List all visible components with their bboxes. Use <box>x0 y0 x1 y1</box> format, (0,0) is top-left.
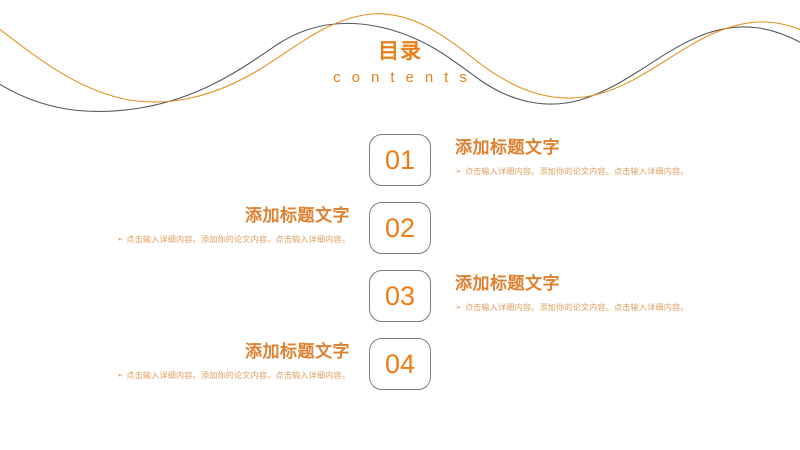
section-text-02: 添加标题文字 ➢点击输入详细内容。添加你的论文内容。点击输入详细内容。 <box>40 206 352 245</box>
section-body-text: 点击输入详细内容。添加你的论文内容。点击输入详细内容。 <box>126 370 350 380</box>
section-number-text: 03 <box>384 280 416 311</box>
section-body-text: 点击输入详细内容。添加你的论文内容。点击输入详细内容。 <box>126 234 350 244</box>
section-heading-01: 添加标题文字 <box>455 138 560 157</box>
section-text-01: 添加标题文字 ➢点击输入详细内容。添加你的论文内容。点击输入详细内容。 <box>455 138 765 177</box>
page-title: 目录 <box>378 40 422 63</box>
section-body-02: ➢点击输入详细内容。添加你的论文内容。点击输入详细内容。 <box>40 234 352 246</box>
arrow-bullet-icon: ➢ <box>455 166 462 176</box>
section-number-badge-01[interactable]: 01 <box>369 134 431 186</box>
section-heading-04: 添加标题文字 <box>245 342 350 361</box>
section-body-04: ➢点击输入详细内容。添加你的论文内容。点击输入详细内容。 <box>40 370 352 382</box>
arrow-bullet-icon: ➢ <box>455 302 462 312</box>
section-number-text: 04 <box>384 348 416 379</box>
page-subtitle: contents <box>333 69 478 87</box>
arrow-bullet-icon: ➢ <box>116 370 124 380</box>
arrow-bullet-icon: ➢ <box>116 234 124 244</box>
section-heading-02: 添加标题文字 <box>245 206 350 225</box>
section-text-03: 添加标题文字 ➢点击输入详细内容。添加你的论文内容。点击输入详细内容。 <box>455 274 765 313</box>
section-number-text: 01 <box>384 144 416 175</box>
section-heading-03: 添加标题文字 <box>455 274 560 293</box>
page-title-block: 目录 contents <box>0 40 800 85</box>
section-number-badge-02[interactable]: 02 <box>369 202 431 254</box>
section-body-03: ➢点击输入详细内容。添加你的论文内容。点击输入详细内容。 <box>455 302 765 314</box>
section-number-text: 02 <box>384 212 416 243</box>
section-number-badge-03[interactable]: 03 <box>369 270 431 322</box>
section-body-text: 点击输入详细内容。添加你的论文内容。点击输入详细内容。 <box>464 166 689 176</box>
section-number-badge-04[interactable]: 04 <box>369 338 431 390</box>
section-body-01: ➢点击输入详细内容。添加你的论文内容。点击输入详细内容。 <box>455 166 765 178</box>
section-body-text: 点击输入详细内容。添加你的论文内容。点击输入详细内容。 <box>464 302 689 312</box>
section-text-04: 添加标题文字 ➢点击输入详细内容。添加你的论文内容。点击输入详细内容。 <box>40 342 352 381</box>
